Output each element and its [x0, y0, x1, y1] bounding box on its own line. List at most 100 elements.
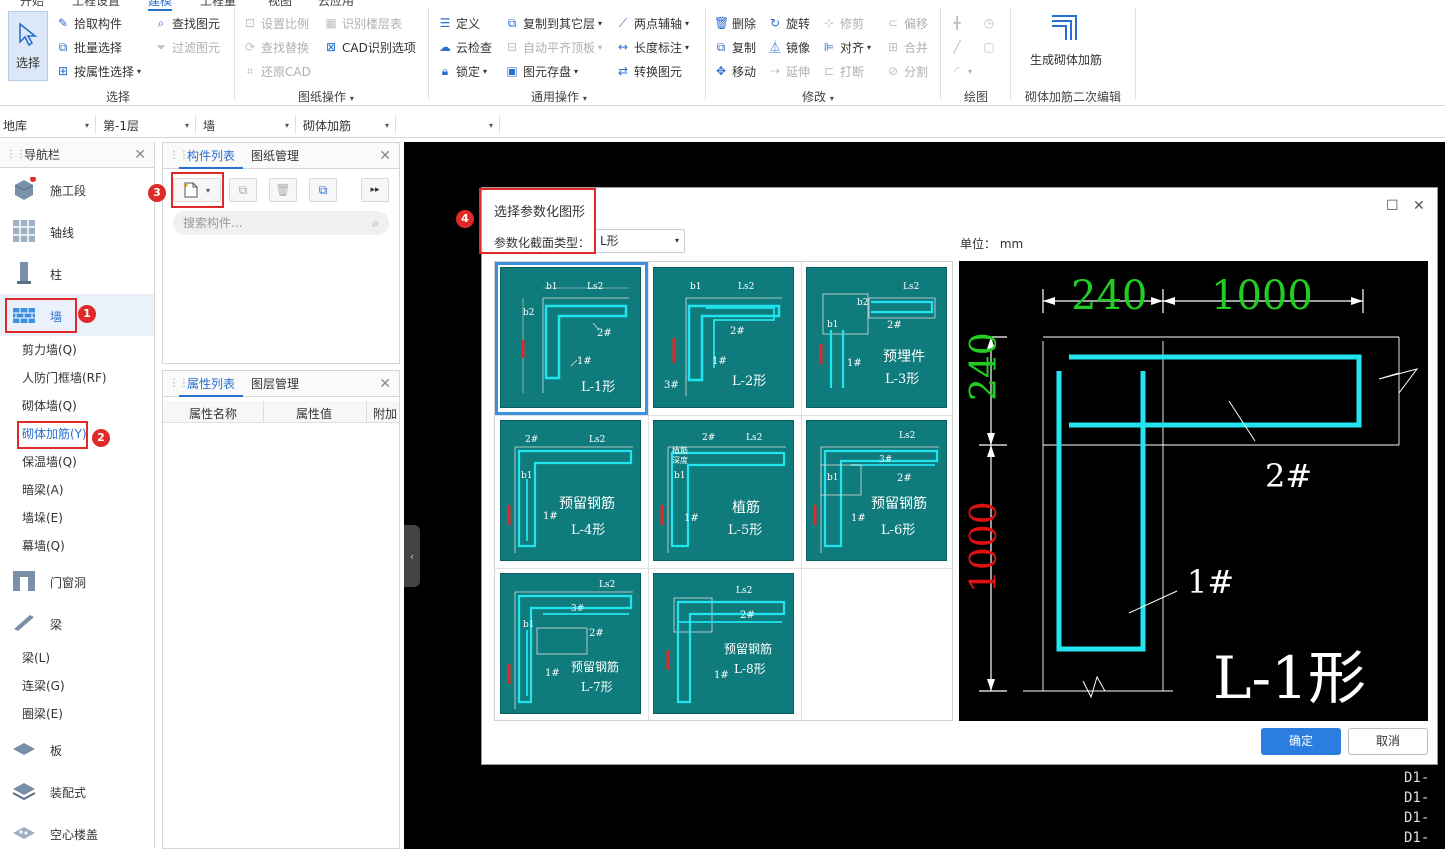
select-by-property-button[interactable]: ⊞按属性选择▾	[57, 64, 142, 79]
delete-component-button[interactable]: 🗑︎	[269, 178, 297, 202]
two-point-axis-button[interactable]: ⟋两点辅轴▾	[616, 14, 689, 32]
nav-sub-civil-defense-wall[interactable]: 人防门框墙(RF)	[22, 371, 107, 385]
collapse-handle[interactable]: ‹	[404, 525, 420, 587]
section-type-select[interactable]: L形▾	[595, 229, 685, 253]
move-button[interactable]: ✥移动	[715, 64, 757, 79]
nav-item-construction-section[interactable]: 施工段	[0, 168, 154, 210]
cancel-button[interactable]: 取消	[1348, 728, 1428, 755]
layer-copy-button[interactable]: ⧉	[309, 178, 337, 202]
draw-arc-button[interactable]: ◜▾	[950, 62, 972, 80]
draw-point-button[interactable]: ╋	[950, 14, 968, 32]
nav-sub-insulation-wall[interactable]: 保温墙(Q)	[22, 455, 77, 469]
nav-item-hollow-floor[interactable]: 空心楼盖	[0, 812, 154, 854]
grip-icon[interactable]: ⋮⋮	[169, 149, 189, 161]
close-icon[interactable]: ✕	[134, 146, 146, 163]
break-button[interactable]: ⊏打断	[823, 64, 865, 79]
define-button[interactable]: ☰定义	[439, 16, 481, 31]
restore-cad-button[interactable]: ⌗还原CAD	[243, 62, 311, 80]
nav-item-prefab[interactable]: 装配式	[0, 770, 154, 812]
rotate-button[interactable]: ↻旋转	[769, 16, 811, 31]
maximize-icon[interactable]: ☐	[1386, 198, 1399, 214]
copy-component-button[interactable]: ⧉	[229, 178, 257, 202]
extra-select[interactable]: ▾	[400, 116, 500, 134]
shape-option-l3[interactable]: Ls2 b2 b1 2# 1# 预埋件 L-3形	[801, 262, 954, 415]
grip-icon[interactable]: ⋮⋮	[6, 148, 26, 160]
shape-option-l5[interactable]: 2# Ls2 植筋 深度 b1 1# 植筋 L-5形	[648, 415, 801, 568]
draw-rect-button[interactable]: ▢	[982, 38, 1000, 56]
nav-sub-curtain-wall[interactable]: 幕墙(Q)	[22, 539, 65, 553]
close-icon[interactable]: ✕	[379, 147, 391, 164]
new-component-button[interactable]: ▾	[173, 178, 221, 202]
delete-button[interactable]: 🗑︎删除	[714, 16, 757, 31]
shape-option-l6[interactable]: Ls2 3# 2# b1 1# 预留钢筋 L-6形	[801, 415, 954, 568]
l6-shape-icon	[813, 446, 939, 553]
nav-sub-shear-wall[interactable]: 剪力墙(Q)	[22, 343, 77, 357]
cloud-check-button[interactable]: ☁云检查	[439, 40, 493, 55]
set-scale-button[interactable]: ⊡设置比例	[244, 16, 310, 31]
tab-cloud[interactable]: 云应用	[318, 0, 355, 8]
save-element-button[interactable]: ▣图元存盘▾	[506, 64, 579, 79]
nav-item-beam[interactable]: 梁	[0, 602, 154, 644]
floor-select[interactable]: 第-1层▾	[100, 116, 196, 134]
nav-item-column[interactable]: 柱	[0, 252, 154, 294]
more-button[interactable]: ▸▸	[361, 178, 389, 202]
nav-item-door-window[interactable]: 门窗洞	[0, 560, 154, 602]
nav-sub-coupling-beam[interactable]: 连梁(G)	[22, 679, 65, 693]
tab-layer-management[interactable]: 图层管理	[251, 376, 300, 391]
tab-property-list[interactable]: 属性列表	[179, 371, 244, 397]
close-icon[interactable]: ✕	[379, 375, 391, 392]
mirror-button[interactable]: ⏅镜像	[768, 40, 811, 55]
pick-element-button[interactable]: ✎拾取构件	[57, 16, 123, 31]
batch-select-button[interactable]: ⧉批量选择	[56, 38, 122, 56]
draw-line-button[interactable]: ╱	[950, 38, 968, 56]
shape-option-l2[interactable]: b1 Ls2 2# 1# 3# L-2形	[648, 262, 801, 415]
tab-start[interactable]: 开始	[20, 0, 45, 8]
length-dimension-button[interactable]: ↔长度标注▾	[617, 40, 690, 55]
cad-options-button[interactable]: ⊠CAD识别选项	[325, 40, 416, 55]
shape-option-l7[interactable]: Ls2 3# 2# b1 1# 预留钢筋 L-7形	[495, 568, 648, 721]
element-select[interactable]: 砌体加筋▾	[300, 116, 396, 134]
draw-circle-button[interactable]: ◷	[982, 14, 1000, 32]
lock-button[interactable]: 🔒︎锁定▾	[438, 62, 487, 80]
nav-sub-masonry-wall[interactable]: 砌体墙(Q)	[22, 399, 77, 413]
nav-sub-wall-pier[interactable]: 墙垛(E)	[22, 511, 63, 525]
convert-element-button[interactable]: ⇄转换图元	[617, 64, 683, 79]
nav-item-slab[interactable]: 板	[0, 728, 154, 770]
tab-project-settings[interactable]: 工程设置	[72, 0, 121, 8]
tab-drawing-management[interactable]: 图纸管理	[251, 148, 300, 163]
trim-button[interactable]: ⊹修剪	[823, 16, 865, 31]
offset-button[interactable]: ⊂偏移	[887, 16, 929, 31]
tab-modeling[interactable]: 建模	[148, 0, 173, 11]
nav-sub-masonry-rebar[interactable]: 砌体加筋(Y)	[22, 427, 87, 441]
element-type-select[interactable]: 墙▾	[200, 116, 296, 134]
search-input[interactable]: 搜索构件... ⌕	[173, 211, 389, 235]
nav-sub-ring-beam[interactable]: 圈梁(E)	[22, 707, 63, 721]
floor-type-select[interactable]: 地库▾	[0, 116, 96, 134]
generate-masonry-rebar-button[interactable]: 生成砌体加筋	[1016, 12, 1116, 72]
nav-sub-beam[interactable]: 梁(L)	[22, 651, 51, 665]
ok-button[interactable]: 确定	[1261, 728, 1341, 755]
identify-floor-table-button[interactable]: ▦识别楼层表	[325, 16, 403, 31]
copy-to-layer-button[interactable]: ⧉复制到其它层▾	[505, 14, 602, 32]
grip-icon[interactable]: ⋮⋮	[169, 377, 189, 389]
filter-element-button[interactable]: ⏷过滤图元	[154, 38, 220, 56]
nav-sub-hidden-beam[interactable]: 暗梁(A)	[22, 483, 64, 497]
extend-button[interactable]: ⇢延伸	[769, 64, 811, 79]
auto-align-button[interactable]: ⊟自动平齐顶板▾	[506, 40, 603, 55]
nav-item-wall[interactable]: 墙	[0, 294, 154, 336]
select-button[interactable]: 选择	[8, 11, 48, 81]
merge-button[interactable]: ⊞合并	[887, 40, 929, 55]
shape-option-l1[interactable]: b1 Ls2 b2 2# 1# L-1形	[495, 262, 648, 415]
shape-option-l8[interactable]: Ls2 2# 1# 预留钢筋 L-8形	[648, 568, 801, 721]
shape-option-l4[interactable]: 2# Ls2 b1 1# 预留钢筋 L-4形	[495, 415, 648, 568]
tab-component-list[interactable]: 构件列表	[179, 143, 244, 169]
align-button[interactable]: ⊫对齐▾	[823, 40, 872, 55]
nav-item-axis[interactable]: 轴线	[0, 210, 154, 252]
tab-view[interactable]: 视图	[268, 0, 293, 8]
tab-quantities[interactable]: 工程量	[200, 0, 237, 8]
find-element-button[interactable]: ⌕查找图元	[154, 14, 220, 32]
find-replace-button[interactable]: ⟳查找替换	[244, 40, 310, 55]
copy-button[interactable]: ⧉复制	[714, 38, 756, 56]
split-button[interactable]: ⊘分割	[887, 64, 929, 79]
close-icon[interactable]: ✕	[1413, 198, 1425, 214]
